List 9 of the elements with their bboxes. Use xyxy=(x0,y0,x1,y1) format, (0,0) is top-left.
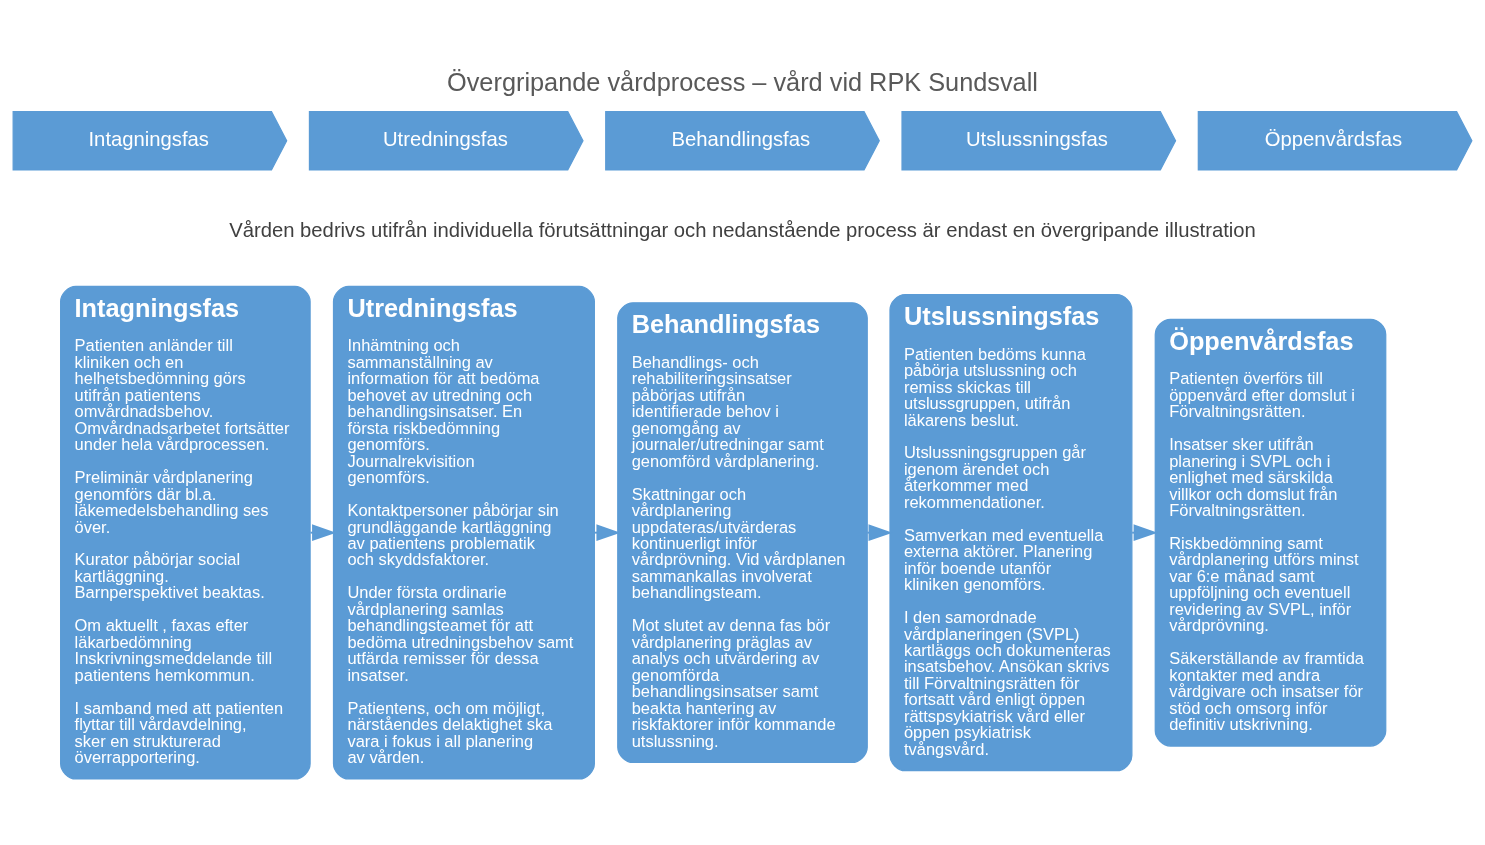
arrow xyxy=(866,524,893,542)
node-box: Utredningsfas Inhämtning och sammanställning av information för att bedöma behovet av utredning och behandlingsinsatser. En första riskbedömning genomförs. Journalrekvisition genomförs. Kontaktpersoner påbörjar sin grundläggande kartläggning av patientens problematik och skyddsfaktorer. Under första ordinarie vårdplanering samlas behandlingsteamet för att bedöma utredningsbehov samt utfärda remisser för dessa insatser. Patientens, och om möjligt, närståendes delaktighet ska vara i fokus i all planering av vården. xyxy=(332,285,595,780)
arrow xyxy=(1131,524,1158,542)
label: Vården bedrivs utifrån individuella förutsättningar och nedanstående process är endast en övergripande illustration xyxy=(229,218,1256,241)
node-box: Utslussningsfas Patienten bedöms kunna påbörja utslussning och remiss skickas till utslussgruppen, utifrån läkarens beslut. Utslussningsgruppen går igenom ärendet och återkommer med rekommendationer. Samverkan med eventuella externa aktörer. Planering inför boende utanför kliniken genomförs. I den samordnade vårdplaneringen (SVPL) kartläggs och dokumenteras insatsbehov. Ansökan skrivs till Förvaltningsrätten för fortsatt vård enligt öppen rättspsykiatrisk vård eller öppen psykiatrisk tvångsvård. xyxy=(889,293,1133,772)
node-box: Öppenvårdsfas Patienten överförs till öppenvård efter domslut i Förvaltningsrätten. Insatser sker utifrån planering i SVPL och i enlighet med särskilda villkor och domslut från Förvaltningsrätten. Riskbedömning samt vårdplanering utförs minst var 6:e månad samt uppföljning och eventuell revidering av SVPL, inför vårdprövning. Säkerställande av framtida kontakter med andra vårdgivare och insatser för stöd och omsorg inför definitiv utskrivning. xyxy=(1154,318,1387,747)
node-box: Intagningsfas Patienten anländer till kliniken och en helhetsbedömning görs utifrån patientens omvårdnadsbehov. Omvårdnadsarbetet fortsätter under hela vårdprocessen. Preliminär vårdplanering genomförs där bl.a. läkemedelsbehandling ses över. Kurator påbörjar social kartläggning. Barnperspektivet beaktas. Om aktuellt , faxas efter läkarbedömning Inskrivningsmeddelande till patientens hemkommun. I samband med att patienten flyttar till vårdavdelning, sker en strukturerad överrapportering. xyxy=(60,285,311,780)
diagram-title: Övergripande vårdprocess – vård vid RPK Sundsvall xyxy=(447,68,1038,97)
node-box: Behandlingsfas Behandlings- och rehabiliteringsinsatser påbörjas utifrån identifierade behov i genomgång av journaler/utredningar samt genomförd vårdplanering. Skattningar och vårdplanering uppdateras/utvärderas kontinuerligt inför vårdprövning. Vid vårdplanen sammankallas involverat behandlingsteam. Mot slutet av denna fas bör vårdplanering präglas av analys och utvärdering av genomförda behandlingsinsatser samt beakta hantering av riskfaktorer inför kommande utslussning. xyxy=(617,302,868,764)
